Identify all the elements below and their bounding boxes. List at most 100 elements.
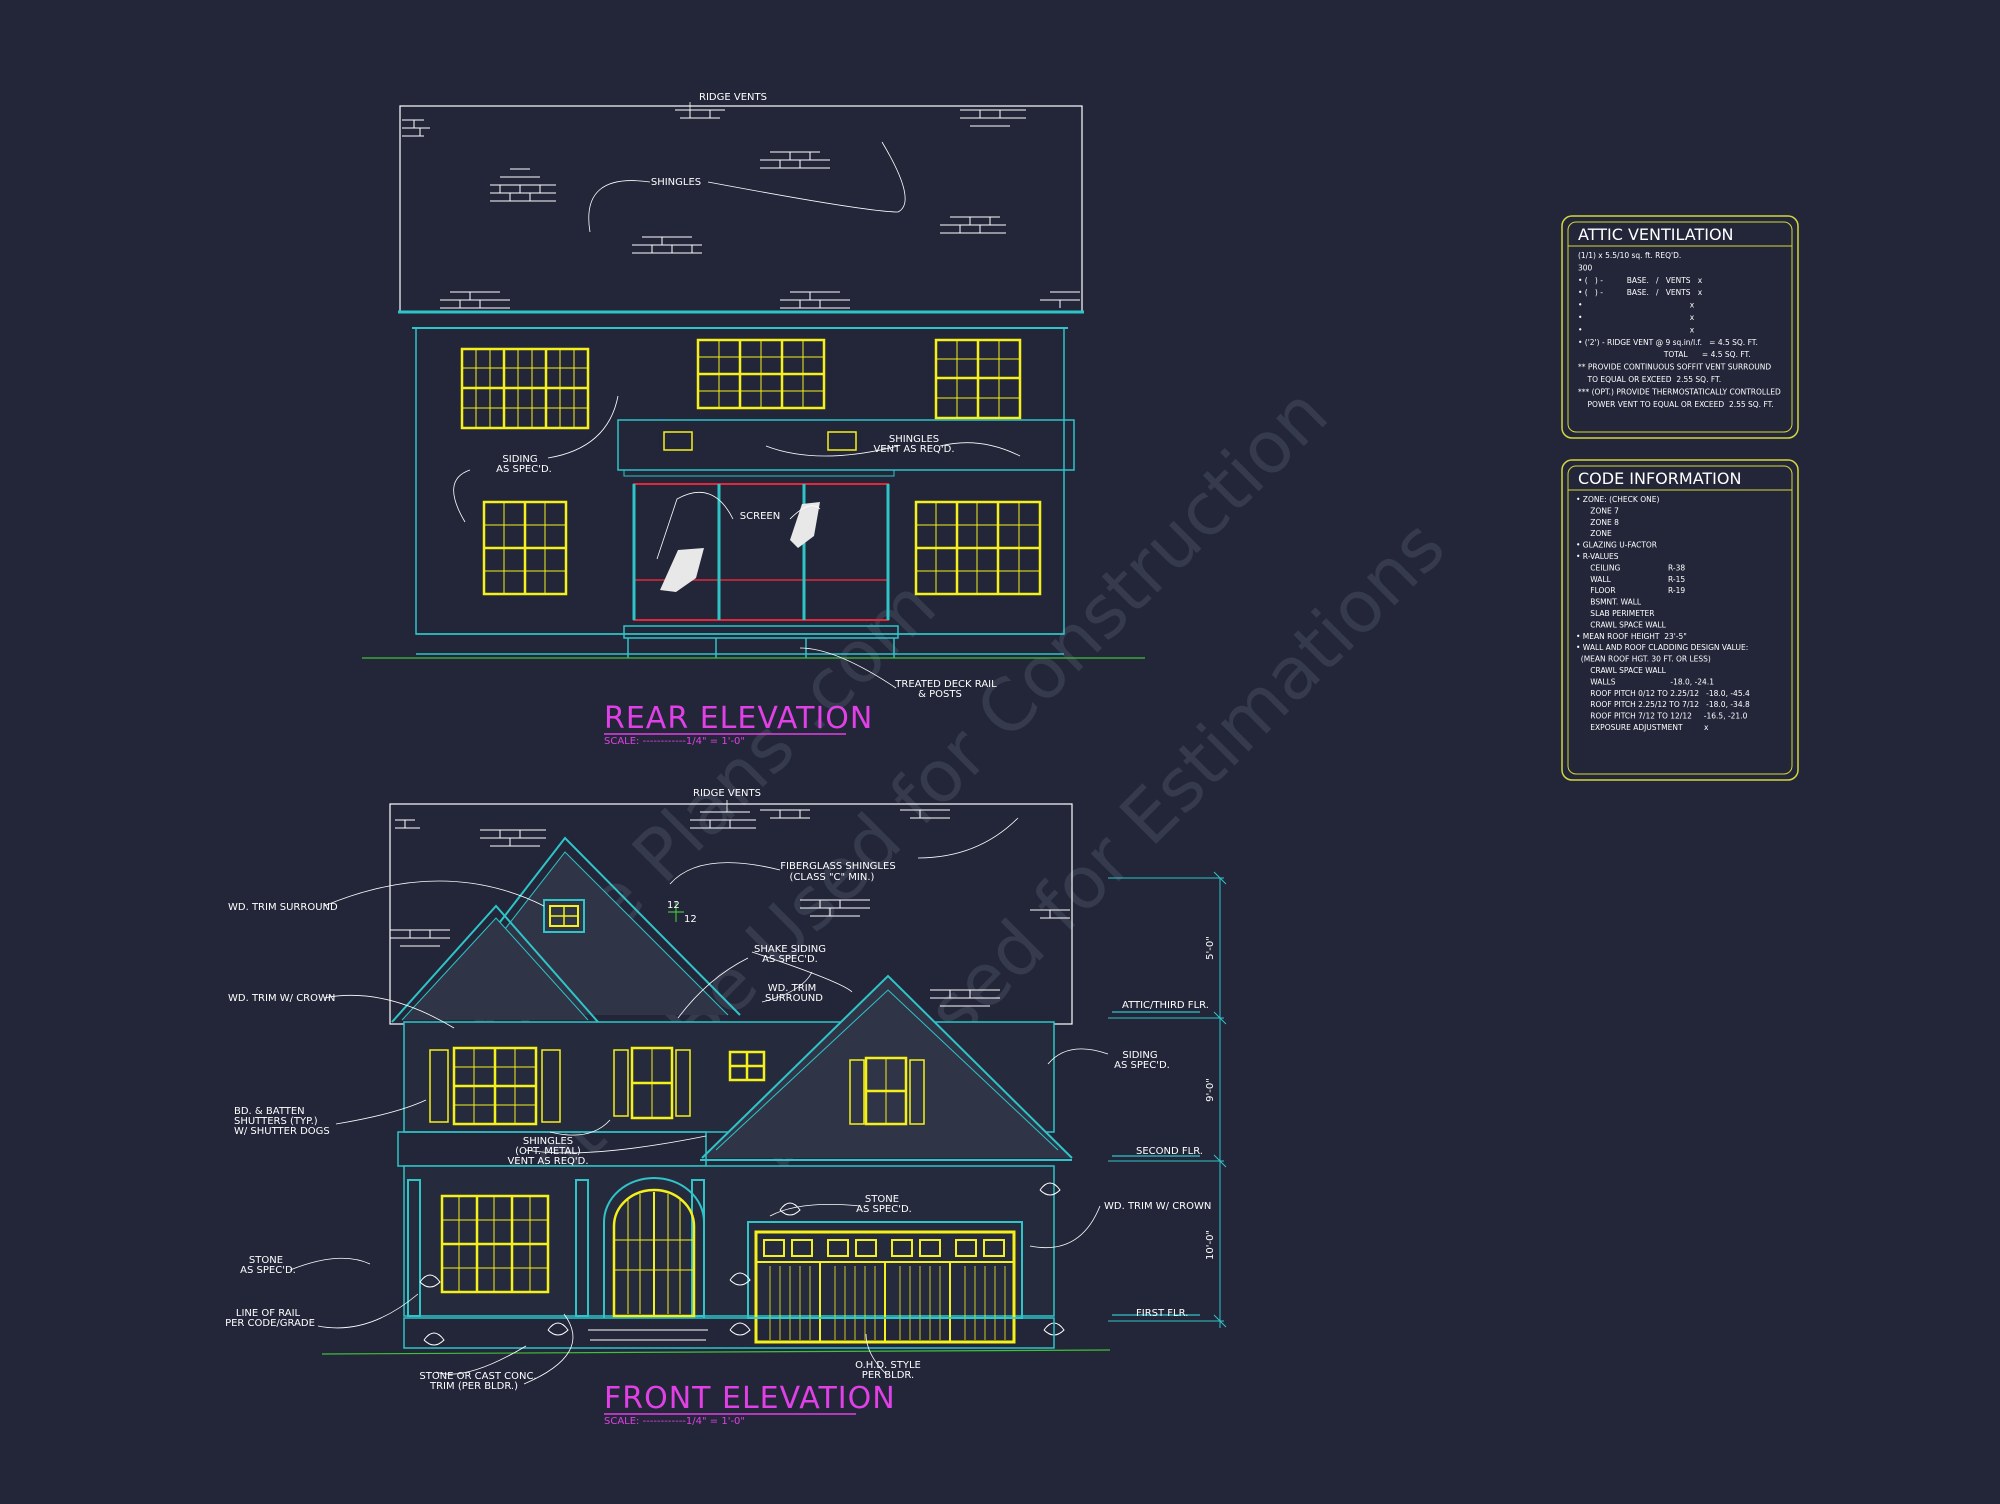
front-elevation-scale: SCALE: ------------1/4" = 1'-0" [604, 1416, 745, 1427]
label-wd-trim: WD. TRIM [768, 983, 817, 994]
attic-ventilation-title: ATTIC VENTILATION [1578, 225, 1734, 244]
label-stone-mid-spec: AS SPEC'D. [856, 1204, 912, 1215]
code-information-line: SLAB PERIMETER [1576, 609, 1655, 618]
code-information-line: CRAWL SPACE WALL [1576, 666, 1667, 675]
label-vent-as-reqd-front: VENT AS REQ'D. [507, 1156, 588, 1167]
code-information-line: ZONE [1576, 529, 1612, 538]
rear-upper-windows [460, 338, 1022, 430]
label-surround: SURROUND [765, 993, 823, 1004]
code-information-line: • ZONE: (CHECK ONE) [1576, 495, 1659, 504]
attic-ventilation-line: (1/1) x 5.5/10 sq. ft. REQ'D. [1578, 251, 1681, 260]
rear-screen-porch [632, 483, 890, 621]
attic-ventilation-line: • ('2') - RIDGE VENT @ 9 sq.in/l.f. = 4.… [1578, 338, 1758, 347]
code-information-line: CEILING R-38 [1576, 563, 1685, 572]
rear-elevation-scale: SCALE: ------------1/4" = 1'-0" [604, 736, 745, 747]
attic-ventilation-line: POWER VENT TO EQUAL OR EXCEED 2.55 SQ. F… [1578, 400, 1774, 409]
rear-elevation-title: REAR ELEVATION [604, 701, 873, 736]
label-and-posts: & POSTS [918, 689, 962, 700]
label-siding-front-spec: AS SPEC'D. [1114, 1060, 1170, 1071]
attic-ventilation-line: ** PROVIDE CONTINUOUS SOFFIT VENT SURROU… [1578, 363, 1771, 372]
code-information-line: • WALL AND ROOF CLADDING DESIGN VALUE: [1576, 643, 1748, 652]
label-siding-front: SIDING [1122, 1050, 1157, 1061]
attic-ventilation-line: • x [1578, 301, 1695, 310]
rear-deck [416, 625, 1064, 658]
attic-ventilation-line: • ( ) - BASE. / VENTS x [1578, 288, 1703, 297]
attic-ventilation-line: TOTAL = 4.5 SQ. FT. [1578, 350, 1751, 359]
code-information-line: BSMNT. WALL [1576, 598, 1642, 607]
label-per-bldr: PER BLDR. [862, 1370, 914, 1381]
code-information-line: ROOF PITCH 2.25/12 TO 7/12 -18.0, -34.8 [1576, 700, 1750, 709]
label-stone-cast-conc: STONE OR CAST CONC. [419, 1371, 536, 1382]
front-second-floor-windows [452, 1046, 908, 1126]
code-information-line: WALL R-15 [1576, 575, 1685, 584]
code-information-line: EXPOSURE ADJUSTMENT x [1576, 723, 1709, 732]
label-shake-siding: SHAKE SIDING [754, 944, 826, 955]
attic-ventilation-line: TO EQUAL OR EXCEED 2.55 SQ. FT. [1578, 375, 1721, 384]
label-shingles: SHINGLES [651, 177, 701, 188]
front-dimension-rail [1108, 871, 1227, 1328]
label-siding: SIDING [502, 454, 537, 465]
front-first-floor-window [440, 1194, 550, 1294]
label-shutters-1: BD. & BATTEN [234, 1106, 305, 1117]
label-vent-as-reqd: VENT AS REQ'D. [873, 444, 954, 455]
code-information-lines: • ZONE: (CHECK ONE) ZONE 7 ZONE 8 ZONE• … [1576, 495, 1750, 732]
label-stone-left: STONE [249, 1255, 283, 1266]
label-attic-third-flr: ATTIC/THIRD FLR. [1122, 1000, 1209, 1011]
rear-elevation: RIDGE VENTS SHINGLES SIDING AS SPEC'D. S… [362, 92, 1145, 747]
label-wd-trim-crown: WD. TRIM W/ CROWN [228, 993, 335, 1004]
front-ground-line [321, 1349, 1111, 1355]
pitch-rise: 12 [667, 900, 680, 911]
code-information-panel: CODE INFORMATION • ZONE: (CHECK ONE) ZON… [1561, 459, 1799, 781]
front-garage [747, 1221, 1023, 1344]
label-ohd-style: O.H.D. STYLE [855, 1360, 921, 1371]
front-stone-marks [419, 1182, 1065, 1346]
dim-second: 9'-0" [1205, 1078, 1216, 1102]
code-information-line: ROOF PITCH 0/12 TO 2.25/12 -18.0, -45.4 [1576, 689, 1750, 698]
front-left-gable [391, 904, 599, 1023]
code-information-line: • R-VALUES [1576, 552, 1619, 561]
label-shingles-vent: SHINGLES [889, 434, 939, 445]
code-information-line: • GLAZING U-FACTOR [1576, 541, 1657, 550]
code-information-line: ZONE 8 [1576, 518, 1619, 527]
front-leaders [289, 799, 1109, 1385]
attic-ventilation-line: 300 [1578, 263, 1593, 272]
label-line-of-rail: LINE OF RAIL [236, 1308, 301, 1319]
front-elevation-title: FRONT ELEVATION [604, 1381, 896, 1416]
label-per-code-grade: PER CODE/GRADE [225, 1318, 315, 1329]
rear-roof-vent [663, 431, 693, 451]
label-class-c: (CLASS "C" MIN.) [790, 872, 875, 883]
label-ridge-vents: RIDGE VENTS [699, 92, 767, 103]
label-trim-per-bldr: TRIM (PER BLDR.) [429, 1381, 518, 1392]
code-information-line: ROOF PITCH 7/12 TO 12/12 -16.5, -21.0 [1576, 712, 1748, 721]
code-information-line: • MEAN ROOF HEIGHT 23'-5" [1576, 632, 1687, 641]
label-shutters-3: W/ SHUTTER DOGS [234, 1126, 330, 1137]
label-siding-spec: AS SPEC'D. [496, 464, 552, 475]
label-shake-siding-spec: AS SPEC'D. [762, 954, 818, 965]
rear-leaders [453, 101, 1021, 689]
label-wd-trim-surround: WD. TRIM SURROUND [228, 902, 338, 913]
label-stone-mid: STONE [865, 1194, 899, 1205]
label-stone-left-spec: AS SPEC'D. [240, 1265, 296, 1276]
attic-ventilation-panel: ATTIC VENTILATION (1/1) x 5.5/10 sq. ft.… [1561, 215, 1799, 439]
attic-ventilation-lines: (1/1) x 5.5/10 sq. ft. REQ'D. 300 • ( ) - … [1578, 251, 1781, 409]
dim-attic: 5'-0" [1205, 936, 1216, 960]
label-second-flr: SECOND FLR. [1136, 1146, 1203, 1157]
rear-porch-roof [617, 419, 1075, 471]
front-foundation [403, 1317, 1055, 1349]
label-shingles-opt: SHINGLES [523, 1136, 573, 1147]
front-shutters [429, 1049, 925, 1125]
pitch-marker [668, 902, 684, 922]
label-opt-metal: (OPT. METAL) [515, 1146, 581, 1157]
rear-roof [399, 105, 1083, 313]
label-screen: SCREEN [740, 511, 780, 522]
front-elevation: 5'-0" 9'-0" 10'-0" [225, 788, 1227, 1427]
attic-ventilation-line: • x [1578, 325, 1695, 334]
front-right-gable [701, 974, 1073, 1159]
rear-shingle-marks [402, 109, 1080, 309]
rear-roof-vent [827, 431, 857, 451]
code-information-line: CRAWL SPACE WALL [1576, 620, 1667, 629]
rear-lower-windows [482, 500, 1042, 596]
code-information-line: WALLS -18.0, -24.1 [1576, 677, 1714, 686]
